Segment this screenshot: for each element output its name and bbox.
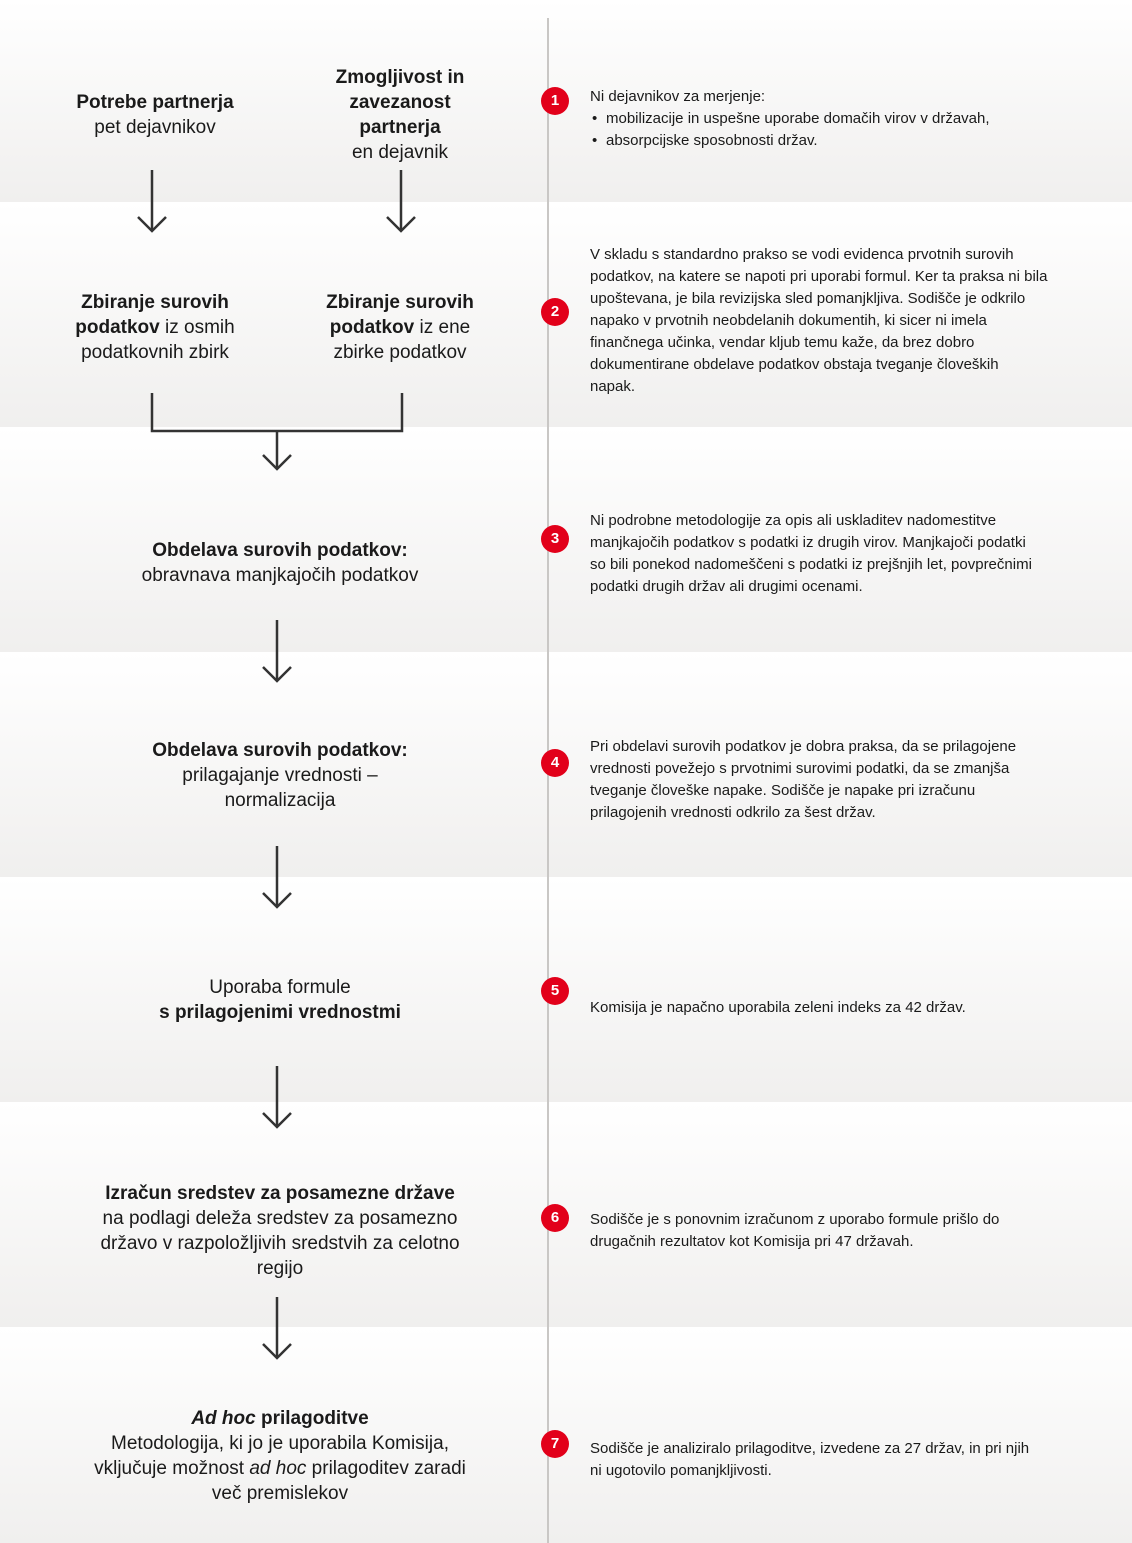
step-collect-one: Zbiranje surovih podatkov iz ene zbirke … (290, 290, 510, 365)
missing-title: Obdelava surovih podatkov: (152, 540, 408, 561)
step-partner-capacity: Zmogljivost in zavezanost partnerja en d… (290, 65, 510, 165)
allocation-line2: državo v razpoložljivih sredstvih za cel… (100, 1233, 460, 1254)
allocation-title: Izračun sredstev za posamezne države (105, 1183, 455, 1204)
arrow-down-icon (262, 846, 292, 909)
arrow-down-icon (262, 1066, 292, 1129)
adhoc-title-rest: prilagoditve (255, 1408, 369, 1429)
step-capacity-line2: zavezanost (349, 92, 451, 113)
step-collect-eight: Zbiranje surovih podatkov iz osmih podat… (40, 290, 270, 365)
step-partner-needs-title: Potrebe partnerja (76, 92, 234, 113)
step-missing-data: Obdelava surovih podatkov: obravnava man… (40, 538, 520, 588)
note-2-line: napak. (590, 378, 636, 395)
normalize-title: Obdelava surovih podatkov: (152, 740, 408, 761)
formula-line2: s prilagojenimi vrednostmi (159, 1002, 401, 1023)
collect-right-inline: iz ene (414, 317, 471, 338)
note-1-bullet: mobilizacije in uspešne uporabe domačih … (590, 108, 1110, 130)
note-2: V skladu s standardno prakso se vodi evi… (590, 244, 1110, 398)
step-partner-needs-sub: pet dejavnikov (94, 117, 216, 138)
note-4: Pri obdelavi surovih podatkov je dobra p… (590, 736, 1110, 824)
note-number-badge: 6 (541, 1204, 569, 1232)
collect-left-sub: podatkovnih zbirk (81, 342, 229, 363)
note-3-line: so bili ponekod nadomeščeni s podatki iz… (590, 556, 1032, 573)
note-2-line: V skladu s standardno prakso se vodi evi… (590, 246, 1014, 263)
step-capacity-line3: partnerja (359, 117, 441, 138)
note-1-intro: Ni dejavnikov za merjenje: (590, 88, 766, 105)
note-4-line: prilagojenih vrednosti odkrilo za šest d… (590, 804, 876, 821)
step-formula: Uporaba formule s prilagojenimi vrednost… (40, 975, 520, 1025)
note-number-badge: 3 (541, 525, 569, 553)
arrow-down-icon (262, 1297, 292, 1360)
missing-sub: obravnava manjkajočih podatkov (141, 565, 419, 586)
adhoc-title-italic: Ad hoc (191, 1408, 256, 1429)
note-3-line: manjkajočih podatkov s podatki iz drugih… (590, 534, 1026, 551)
note-1-list: mobilizacije in uspešne uporabe domačih … (590, 108, 1110, 152)
allocation-line3: regijo (256, 1258, 304, 1279)
step-allocation: Izračun sredstev za posamezne države na … (40, 1181, 520, 1281)
adhoc-line2-italic: ad hoc (249, 1458, 307, 1479)
arrow-down-icon (262, 620, 292, 683)
note-3-line: Ni podrobne metodologije za opis ali usk… (590, 512, 997, 529)
divider-line (547, 18, 549, 1543)
note-number-badge: 4 (541, 749, 569, 777)
note-number-badge: 1 (541, 87, 569, 115)
note-number-badge: 2 (541, 298, 569, 326)
note-3-line: podatki drugih držav ali drugimi ocenami… (590, 578, 863, 595)
collect-left-title2: podatkov (75, 317, 160, 338)
merge-bracket (150, 393, 404, 471)
note-1: Ni dejavnikov za merjenje: mobilizacije … (590, 86, 1110, 152)
arrow-down-icon (386, 170, 416, 233)
note-2-line: podatkov, na katere se napoti pri uporab… (590, 268, 1048, 285)
note-5-line: Komisija je napačno uporabila zeleni ind… (590, 999, 966, 1016)
normalize-sub2: normalizacija (224, 790, 336, 811)
note-number-badge: 5 (541, 977, 569, 1005)
collect-right-title: Zbiranje surovih (326, 292, 474, 313)
step-capacity-line1: Zmogljivost in (335, 67, 465, 88)
note-2-line: finančnega učinka, vendar kljub temu kaž… (590, 334, 975, 351)
note-3: Ni podrobne metodologije za opis ali usk… (590, 510, 1110, 598)
step-normalization: Obdelava surovih podatkov: prilagajanje … (40, 738, 520, 813)
adhoc-line2a: vključuje možnost (94, 1458, 250, 1479)
normalize-sub1: prilagajanje vrednosti – (182, 765, 378, 786)
collect-left-inline: iz osmih (159, 317, 235, 338)
note-7: Sodišče je analiziralo prilagoditve, izv… (590, 1438, 1110, 1482)
step-partner-needs: Potrebe partnerja pet dejavnikov (40, 90, 270, 140)
note-number-badge: 7 (541, 1430, 569, 1458)
note-6-line: drugačnih rezultatov kot Komisija pri 47… (590, 1233, 914, 1250)
formula-line1: Uporaba formule (209, 977, 351, 998)
note-2-line: upoštevana, je bila revizijska sled poma… (590, 290, 1026, 307)
step-adhoc: Ad hoc prilagoditve Metodologija, ki jo … (40, 1406, 520, 1506)
adhoc-line1: Metodologija, ki jo je uporabila Komisij… (111, 1433, 449, 1454)
collect-left-title: Zbiranje surovih (81, 292, 229, 313)
collect-right-title2: podatkov (329, 317, 415, 338)
note-7-line: ni ugotovilo pomanjkljivosti. (590, 1462, 772, 1479)
note-4-line: tveganje človeške napake. Sodišče je nap… (590, 782, 976, 799)
note-7-line: Sodišče je analiziralo prilagoditve, izv… (590, 1440, 1030, 1457)
note-1-bullet: absorpcijske sposobnosti držav. (590, 130, 1110, 152)
note-4-line: vrednosti povežejo s prvotnimi surovimi … (590, 760, 1010, 777)
note-2-line: dokumentirane obdelave podatkov obstaja … (590, 356, 999, 373)
step-capacity-sub: en dejavnik (351, 142, 449, 163)
note-6-line: Sodišče je s ponovnim izračunom z uporab… (590, 1211, 1000, 1228)
arrow-down-icon (137, 170, 167, 233)
note-4-line: Pri obdelavi surovih podatkov je dobra p… (590, 738, 1017, 755)
note-6: Sodišče je s ponovnim izračunom z uporab… (590, 1209, 1110, 1253)
adhoc-line2b: prilagoditev zaradi (306, 1458, 466, 1479)
note-5: Komisija je napačno uporabila zeleni ind… (590, 997, 1110, 1019)
collect-right-sub: zbirke podatkov (333, 342, 467, 363)
adhoc-line3: več premislekov (211, 1483, 349, 1504)
allocation-line1: na podlagi deleža sredstev za posamezno (102, 1208, 458, 1229)
note-2-line: napako v prvotnih neobdelanih dokumentih… (590, 312, 987, 329)
